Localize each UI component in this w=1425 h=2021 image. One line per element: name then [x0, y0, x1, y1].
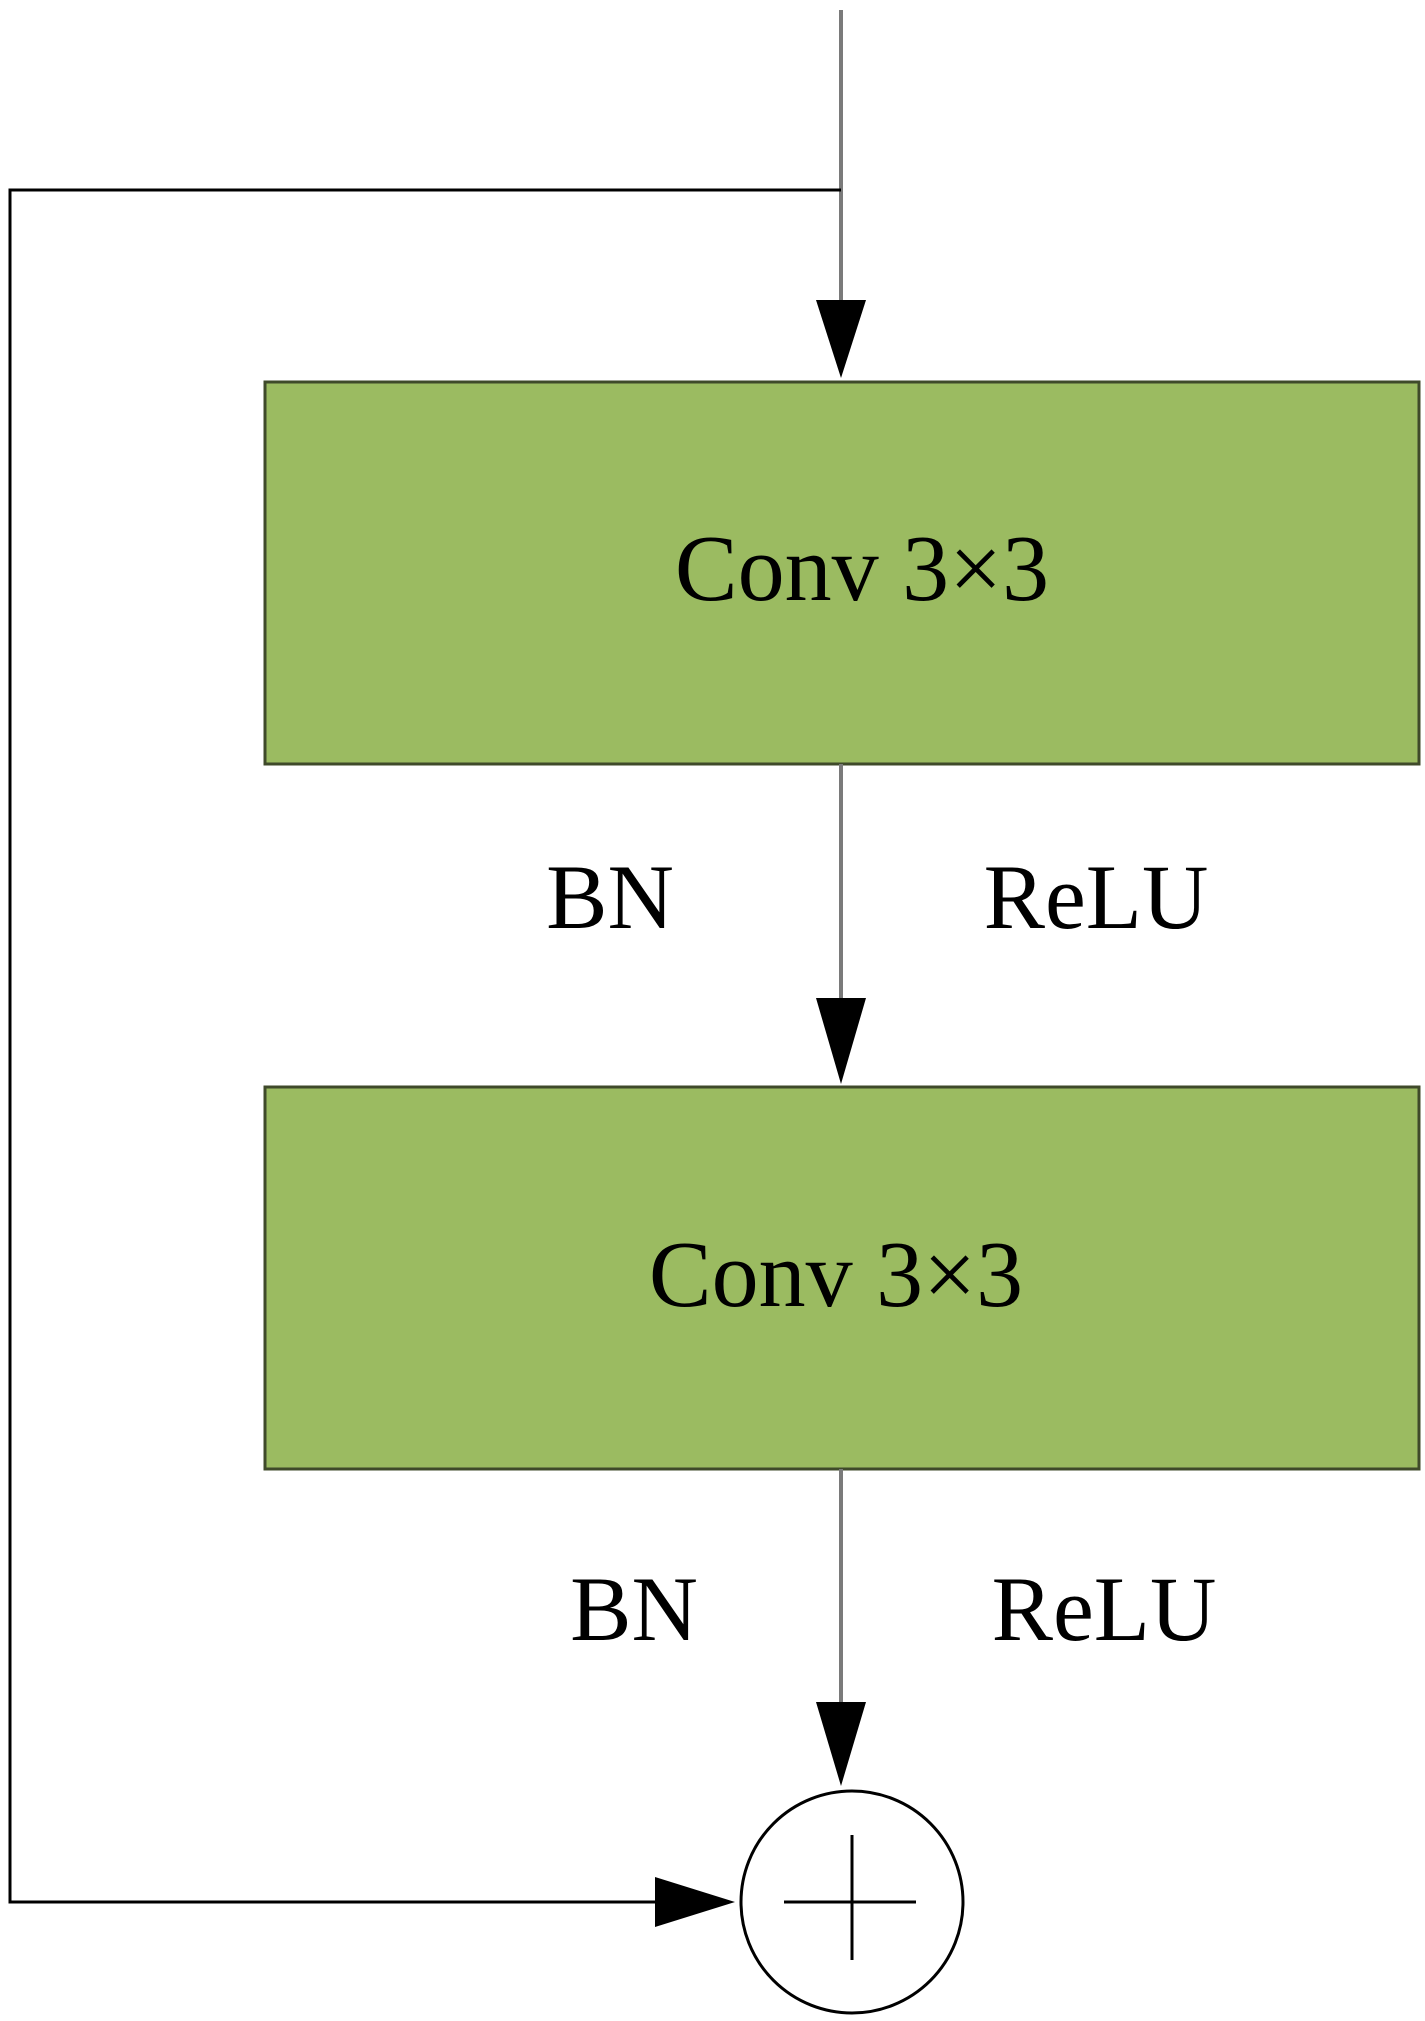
conv-block-2: [263, 1085, 1421, 1471]
skip-arrowhead: [655, 1877, 735, 1927]
conv-block-2-label: Conv 3×3: [649, 1223, 1023, 1327]
middle-arrowhead: [816, 998, 866, 1084]
bn-label-1: BN: [546, 846, 674, 948]
conv-block-1-label: Conv 3×3: [675, 517, 1049, 621]
skip-connection-line: [8, 188, 841, 1904]
relu-label-1: ReLU: [984, 846, 1209, 948]
bottom-arrowhead: [816, 1702, 866, 1786]
sum-node: [739, 1789, 965, 2015]
relu-label-2: ReLU: [992, 1558, 1217, 1660]
conv-block-1: [263, 380, 1421, 766]
input-arrowhead: [816, 300, 866, 378]
bn-label-2: BN: [570, 1558, 698, 1660]
